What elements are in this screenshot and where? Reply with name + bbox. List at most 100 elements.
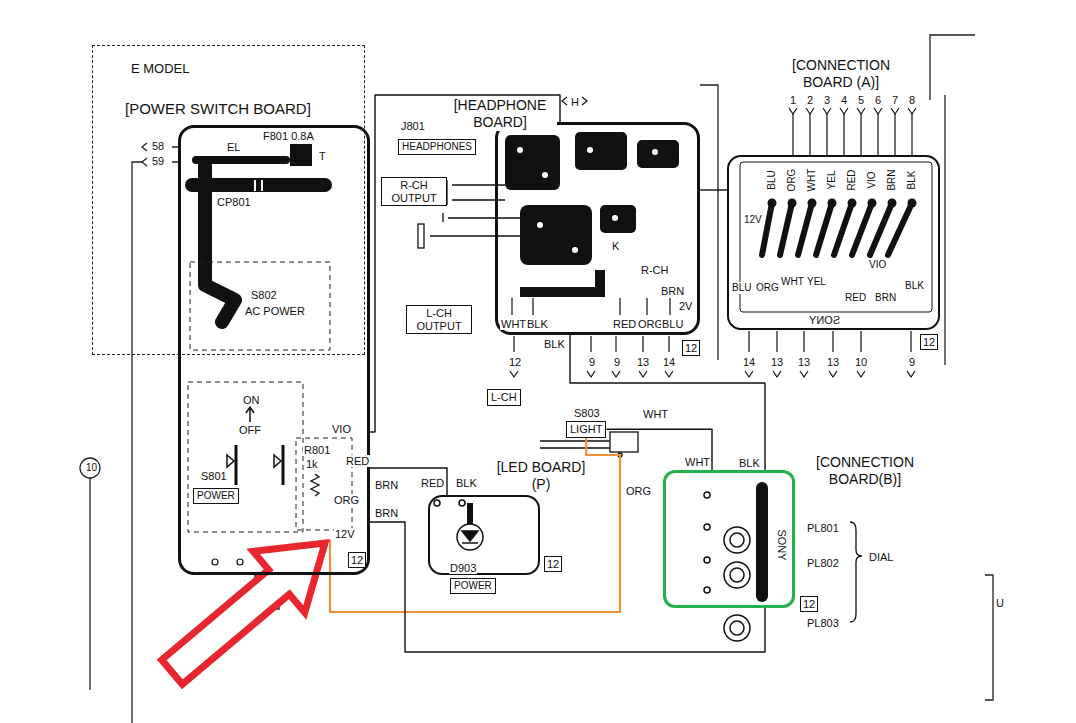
- frame-line: [700, 85, 718, 360]
- frame-line: [142, 143, 147, 166]
- box-label: POWER: [454, 580, 492, 592]
- wire-label: WHT: [780, 276, 805, 288]
- wire-label: 8: [908, 94, 916, 106]
- lead-line: [512, 97, 911, 352]
- solder-hole: [612, 215, 618, 221]
- wire-label: 14: [662, 356, 676, 368]
- wire-label: J801: [400, 120, 426, 132]
- frame-line: [944, 95, 945, 365]
- wire-label: 9: [588, 356, 596, 368]
- wire-label: RED: [846, 168, 858, 191]
- wire-label: 13: [797, 356, 811, 368]
- copper-trace: [192, 160, 325, 322]
- output-label-box: R-CH OUTPUT: [381, 177, 447, 206]
- wire-label: WHT: [806, 168, 818, 193]
- box-label: POWER: [197, 490, 235, 502]
- channel-label-box: L-CH: [487, 389, 521, 406]
- wire-label: S802: [250, 289, 278, 301]
- wire-label: DIAL: [868, 551, 894, 563]
- wire-label: WHT: [500, 318, 527, 330]
- lead-line: [749, 331, 911, 352]
- wire-label: H: [570, 96, 580, 108]
- board-outline: [740, 162, 932, 312]
- wire-label: 59: [151, 155, 165, 167]
- wire-label: 13: [636, 356, 650, 368]
- solder-hole: [517, 147, 523, 153]
- wire-label: 4: [840, 94, 848, 106]
- wire-label: BRN: [886, 168, 898, 191]
- wire-label: BRN: [874, 292, 897, 304]
- led-symbol: [459, 500, 465, 506]
- lamp-symbol: [724, 615, 750, 641]
- frame-line: [89, 478, 90, 690]
- wire-label: 5: [857, 94, 865, 106]
- copper-trace: [637, 140, 679, 168]
- lamp-symbol: [704, 557, 710, 563]
- switch-label-box: LIGHT: [566, 421, 606, 438]
- wire-connector: [606, 429, 712, 470]
- box-label: R-CH OUTPUT: [385, 179, 443, 204]
- led-symbol: [462, 542, 478, 544]
- wire-label: 12: [508, 356, 522, 368]
- lamp-symbol: [704, 488, 762, 641]
- headphone-board: [HEADPHONE BOARD]: [495, 122, 700, 335]
- solder-hole: [537, 222, 543, 228]
- wire-connector: [370, 95, 560, 432]
- wire-label: BLK: [543, 338, 566, 350]
- wire-label: ORG: [625, 485, 652, 497]
- wire-label: ORG: [786, 168, 798, 193]
- wire-connector: [370, 468, 447, 495]
- wire-label: R-CH: [640, 264, 670, 276]
- box-label: LIGHT: [570, 423, 602, 436]
- wire-label: F801 0.8A: [262, 130, 315, 142]
- callout-number: 12: [920, 334, 938, 350]
- frame-line: [90, 35, 993, 723]
- board-heading: [CONNECTION BOARD(B)]: [802, 454, 928, 488]
- wire-label: R801: [303, 444, 331, 456]
- wire-arrow: [793, 114, 912, 157]
- lamp-symbol: [724, 527, 750, 553]
- wire-label: WHT: [684, 456, 711, 468]
- wire-label: 12V: [334, 528, 356, 540]
- lamp-symbol: [704, 587, 710, 593]
- reference-circle: [80, 458, 100, 478]
- wire-label: 9: [613, 356, 621, 368]
- lamp-symbol: [730, 621, 744, 635]
- wire-label: 3: [823, 94, 831, 106]
- lead-line: [514, 336, 669, 352]
- lamp-symbol: [730, 533, 744, 547]
- solder-hole: [517, 147, 658, 253]
- wire-label: 2: [806, 94, 814, 106]
- jack-label-box: HEADPHONES: [398, 139, 476, 155]
- wire-label: BRN: [660, 285, 685, 297]
- switch-symbol: [246, 407, 254, 422]
- wire-label: RED: [420, 477, 445, 489]
- switch-symbol: [227, 455, 281, 467]
- copper-trace: [505, 132, 679, 265]
- board-heading: [POWER SWITCH BOARD]: [123, 100, 313, 117]
- wire-label: K: [611, 240, 620, 252]
- wire-label: PL801: [806, 522, 840, 534]
- wire-label: S803: [573, 407, 601, 419]
- wire-connector: [330, 438, 620, 612]
- wire-arrow: [510, 108, 916, 377]
- wire-label: PL802: [806, 557, 840, 569]
- callout-arrow: [162, 543, 325, 684]
- wire-label: YEL: [806, 276, 827, 288]
- wire-label: 1: [789, 94, 797, 106]
- solder-pad: [788, 199, 797, 208]
- board-heading: [LED BOARD] (P): [490, 459, 592, 493]
- solder-hole: [652, 149, 658, 155]
- wire-label: RED: [345, 455, 370, 467]
- copper-trace: [762, 203, 912, 255]
- solder-hole: [572, 247, 578, 253]
- switch-outline: [188, 382, 303, 532]
- wire-label: YEL: [826, 170, 838, 191]
- switch-outline: [296, 438, 352, 530]
- wire-label: 12V: [743, 214, 763, 226]
- copper-trace: [505, 135, 560, 190]
- copper-trace: [575, 132, 627, 170]
- solder-pad: [848, 199, 857, 208]
- wire-connector: [700, 189, 727, 190]
- wire-label: BLK: [904, 280, 925, 292]
